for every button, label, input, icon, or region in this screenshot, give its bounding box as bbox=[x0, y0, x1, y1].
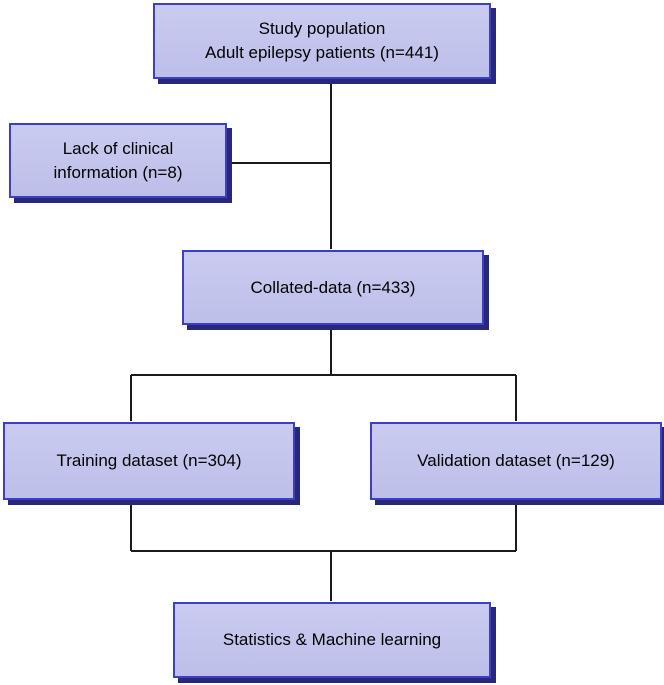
validation-dataset-label: Validation dataset (n=129) bbox=[417, 451, 615, 470]
study-population-title: Study population bbox=[258, 19, 386, 38]
exclusion-line-1: Lack of clinical bbox=[62, 138, 174, 158]
study-population-count: Adult epilepsy patients (n=441) bbox=[205, 43, 439, 62]
analysis-box: Statistics & Machine learning bbox=[173, 602, 491, 678]
collated-data-label: Collated-data (n=433) bbox=[250, 277, 416, 297]
study-population-box: Study population Adult epilepsy patients… bbox=[153, 3, 491, 79]
analysis-label: Statistics & Machine learning bbox=[222, 630, 442, 649]
exclusion-line-2: information (n=8) bbox=[53, 162, 183, 182]
training-dataset-label: Training dataset (n=304) bbox=[56, 451, 242, 470]
exclusion-box: Lack of clinical information (n=8) bbox=[9, 123, 227, 198]
training-dataset-box: Training dataset (n=304) bbox=[3, 422, 295, 500]
validation-dataset-box: Validation dataset (n=129) bbox=[370, 422, 662, 500]
collated-data-box: Collated-data (n=433) bbox=[182, 250, 484, 325]
